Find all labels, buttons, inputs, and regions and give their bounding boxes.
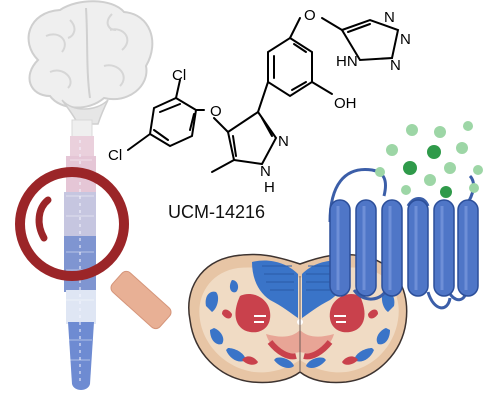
atom-tetrazole-nh: HN bbox=[336, 53, 358, 70]
receptor-helices bbox=[329, 199, 479, 297]
atom-pyrazole-nh: N bbox=[260, 163, 271, 180]
atom-tetrazole-n1: N bbox=[384, 9, 395, 26]
atom-pyrazole-n: N bbox=[278, 133, 289, 150]
chemical-structure bbox=[127, 17, 400, 173]
atom-cl-left: Cl bbox=[108, 147, 122, 164]
atom-o-top: O bbox=[304, 7, 316, 24]
magnifier-ring bbox=[15, 167, 129, 281]
magnifying-glass-icon bbox=[15, 167, 172, 330]
atom-pyrazole-h: H bbox=[264, 179, 275, 196]
brain-illustration bbox=[27, 0, 154, 125]
compound-name-label: UCM-14216 bbox=[168, 202, 265, 222]
ligand-particles bbox=[375, 121, 483, 198]
magnifier-handle bbox=[110, 270, 172, 330]
receptor-illustration bbox=[328, 168, 479, 310]
chemical-structure-labels: O N N N HN OH N N H O Cl Cl bbox=[108, 7, 411, 196]
spinal-cord bbox=[64, 119, 96, 390]
atom-tetrazole-n3: N bbox=[390, 57, 401, 74]
atom-oh: OH bbox=[334, 95, 357, 112]
atom-cl-top: Cl bbox=[172, 67, 186, 84]
atom-o-left: O bbox=[210, 103, 222, 120]
atom-tetrazole-n2: N bbox=[400, 31, 411, 48]
